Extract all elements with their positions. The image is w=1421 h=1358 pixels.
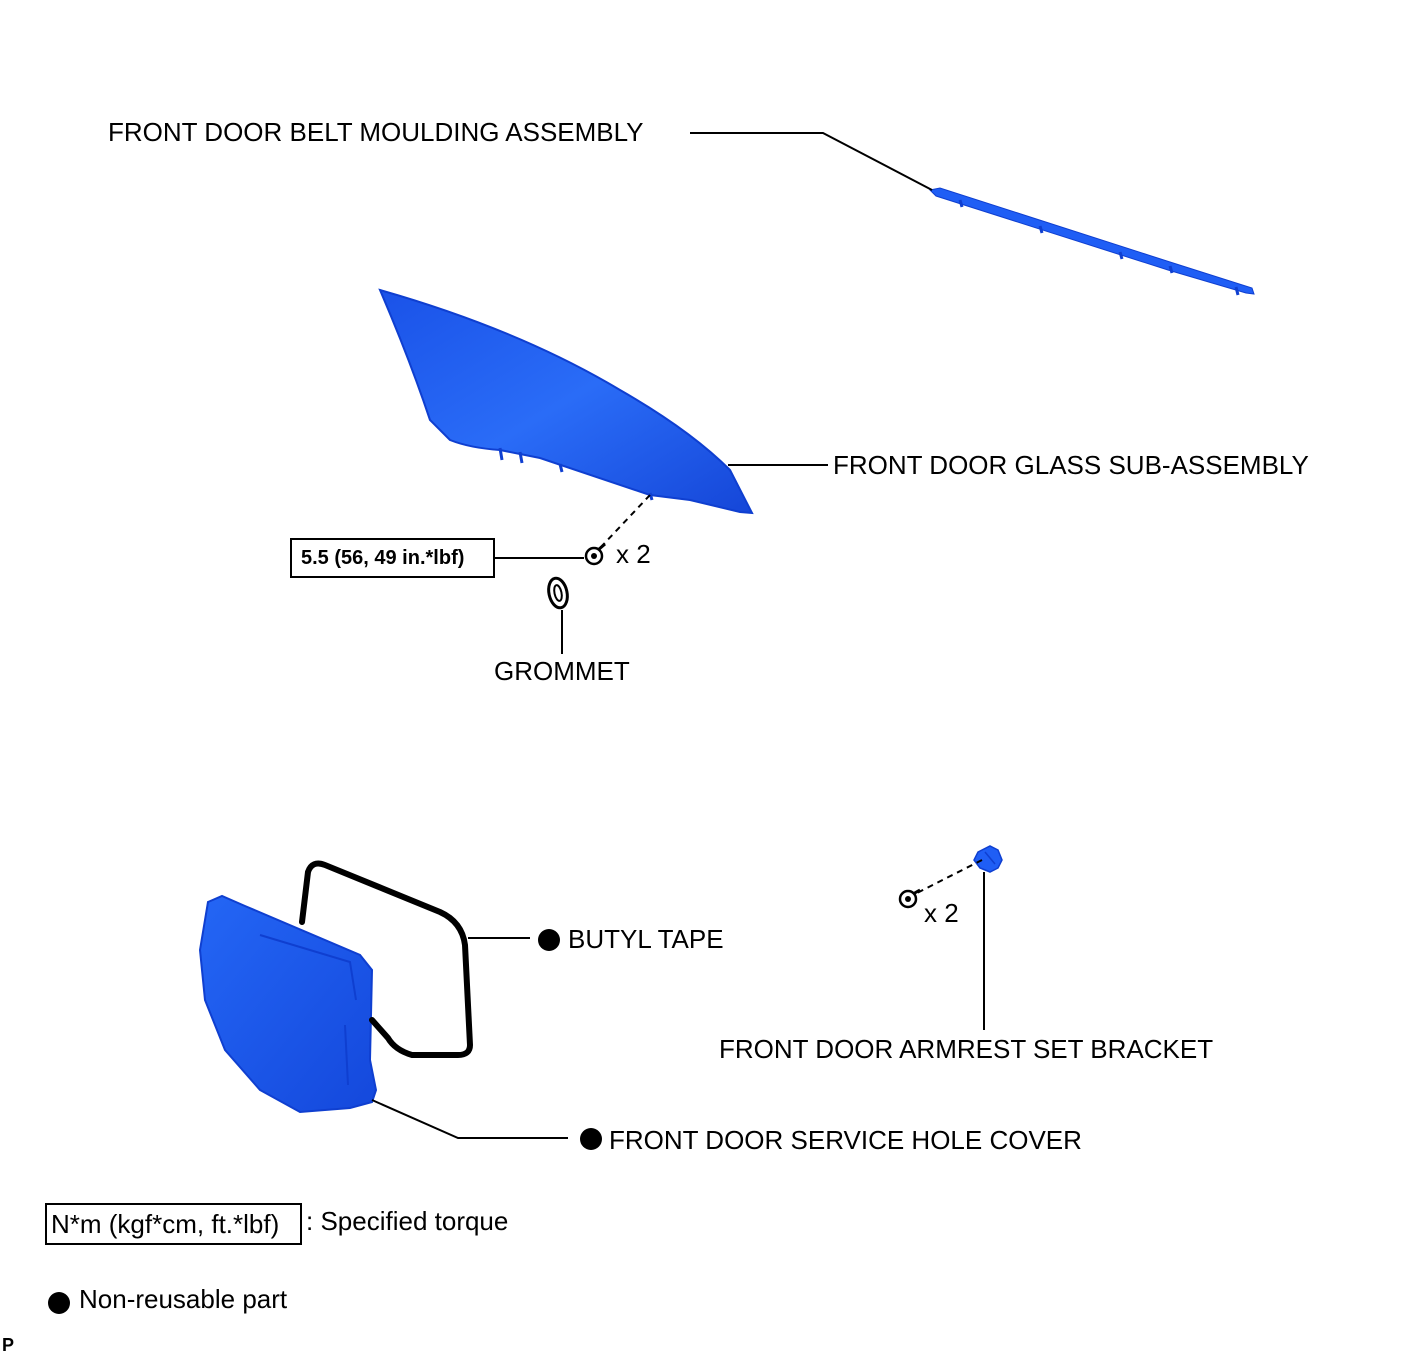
armrest-bracket-label: FRONT DOOR ARMREST SET BRACKET xyxy=(719,1034,1214,1064)
butyl-tape-label: BUTYL TAPE xyxy=(568,924,724,954)
grommet-label: GROMMET xyxy=(494,656,630,686)
glass-bolt-dashed-line xyxy=(599,494,651,549)
legend-torque-unit-box: N*m (kgf*cm, ft.*lbf) xyxy=(45,1203,302,1245)
armrest-bracket-part xyxy=(973,845,1003,873)
belt-moulding-label: FRONT DOOR BELT MOULDING ASSEMBLY xyxy=(108,117,644,147)
armrest-screw-icon xyxy=(898,888,921,909)
service-hole-cover-leader xyxy=(371,1099,568,1139)
footer-mark: P xyxy=(2,1335,15,1355)
glass-bolt-icon xyxy=(584,542,606,566)
legend-non-reusable-label: Non-reusable part xyxy=(79,1284,288,1314)
non-reusable-bullet-icon xyxy=(580,1128,602,1150)
glass-bolt-qty: x 2 xyxy=(616,539,651,569)
armrest-screw-qty: x 2 xyxy=(924,898,959,928)
service-hole-cover-part xyxy=(198,894,378,1114)
belt-moulding-leader xyxy=(690,132,933,191)
legend-torque-desc: : Specified torque xyxy=(306,1206,509,1236)
glass-bolt-torque-box: 5.5 (56, 49 in.*lbf) xyxy=(290,538,495,578)
door-glass-part xyxy=(378,288,754,515)
non-reusable-bullet-icon xyxy=(538,929,560,951)
butyl-tape-part xyxy=(299,860,473,1058)
service-hole-cover-label: FRONT DOOR SERVICE HOLE COVER xyxy=(609,1125,1082,1155)
legend-non-reusable-bullet-icon xyxy=(48,1292,70,1314)
grommet-icon xyxy=(547,576,569,610)
door-glass-label: FRONT DOOR GLASS SUB-ASSEMBLY xyxy=(833,450,1309,480)
armrest-screw-dashed-line xyxy=(914,859,983,895)
belt-moulding-part xyxy=(928,187,1255,296)
